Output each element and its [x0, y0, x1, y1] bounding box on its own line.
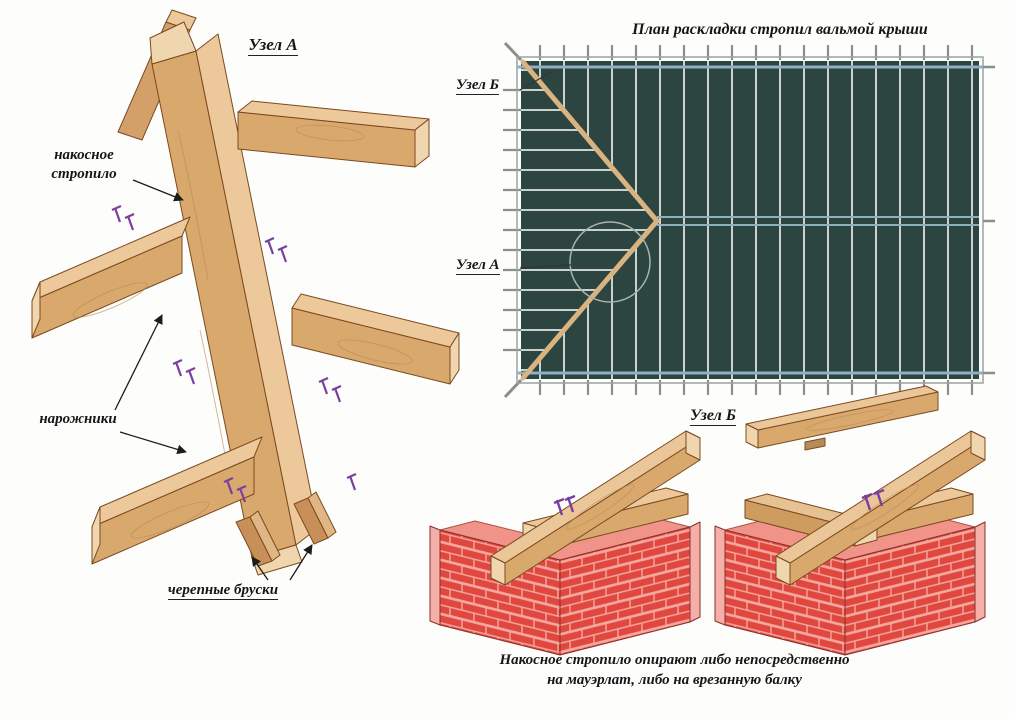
wood-grain	[295, 124, 365, 142]
diagonal-rafter-label: накосное стропило	[34, 146, 134, 184]
wood-grain	[806, 409, 894, 431]
wood-grain	[565, 484, 635, 530]
arrow-jack-upper	[114, 314, 163, 411]
skull-blocks-label: черепные бруски	[148, 581, 298, 600]
wood-grain	[177, 129, 227, 461]
node-a-leader-line	[519, 264, 572, 269]
clamp-marks	[553, 494, 576, 516]
roof-plan-drawing	[503, 41, 995, 399]
node-a-location-circle	[569, 221, 651, 303]
node-a-iso-title: Узел А	[228, 34, 318, 56]
wood-grain	[337, 339, 413, 365]
node-b-detail-title-text: Узел Б	[690, 407, 736, 426]
caption-line2: на мауэрлат, либо на врезанную балку	[547, 672, 802, 688]
rafter-tails-left	[503, 72, 521, 368]
diagonal-rafter	[775, 430, 986, 586]
node-b-detail-title: Узел Б	[668, 406, 758, 426]
hip-rafter-lower	[520, 218, 660, 381]
node-b-leader-line	[519, 70, 554, 91]
nail-marks	[111, 204, 357, 503]
plan-node-b-label: Узел Б	[456, 76, 520, 95]
arrow-skull-block-left	[251, 556, 269, 581]
caption-line1: Накосное стропило опирают либо непосредс…	[499, 652, 850, 668]
plan-node-a-label: Узел А	[456, 256, 520, 275]
plan-node-a-label-text: Узел А	[456, 257, 500, 275]
ridge-board	[657, 216, 979, 226]
jack-rafter-right	[291, 293, 460, 385]
wood-grain	[130, 501, 210, 539]
diagonal-rafter-label-line2: стропило	[51, 165, 117, 182]
wood-grain	[72, 282, 148, 318]
jack-rafter-lower-left	[91, 436, 263, 565]
exploded-rafter-piece	[745, 385, 939, 451]
plan-title: План раскладки стропил вальмой крыши	[632, 21, 928, 38]
variant-2-embedded-beam	[744, 430, 986, 586]
wall-end-left	[429, 525, 441, 626]
jack-rafter-left	[31, 216, 191, 339]
arrow-skull-block-right	[289, 544, 313, 581]
arrow-diagonal-rafter	[132, 179, 184, 202]
jack-rafters-label: нарожники	[39, 411, 117, 427]
node-a-isometric-drawing	[31, 9, 460, 576]
skull-blocks-label-text: черепные бруски	[167, 582, 279, 600]
jack-rafter-upper-right	[237, 100, 430, 168]
node-b-details	[429, 385, 986, 656]
diagonal-rafter-label-line1: накосное	[54, 147, 114, 163]
wall-face-right	[559, 526, 691, 656]
plan-node-b-label-text: Узел Б	[456, 77, 500, 95]
right-edge-ticks	[983, 65, 995, 375]
arrow-jack-lower	[119, 431, 187, 455]
annotation-arrows	[114, 179, 313, 581]
birdsmouth-notch	[804, 437, 826, 451]
diagonal-rafter-beam	[149, 21, 319, 576]
skull-blocks	[235, 491, 337, 567]
variant-1-mauerlat	[490, 430, 701, 586]
clamp-marks	[861, 488, 885, 511]
wall-end-right	[689, 521, 701, 623]
hip-rafter-upper	[520, 59, 660, 224]
node-a-iso-title-text: Узел А	[248, 35, 298, 56]
diagonal-rafter	[490, 430, 701, 586]
